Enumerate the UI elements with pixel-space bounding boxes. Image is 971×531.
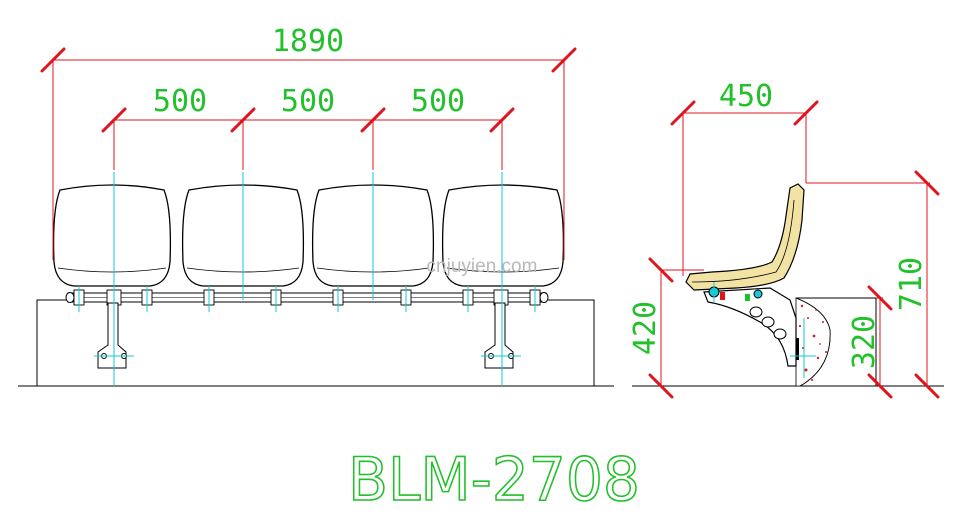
side-seat-shell [685, 183, 805, 291]
dim-base-height: 320 [847, 315, 882, 369]
front-base-slab [36, 299, 595, 387]
dim-seat-pitch-2: 500 [281, 84, 335, 119]
front-leg-right [484, 302, 514, 369]
model-code: BLM-2708 [348, 445, 640, 515]
seat-shell-1 [52, 184, 172, 287]
dim-total-height: 710 [894, 257, 929, 311]
front-leg-left [97, 302, 127, 369]
side-view: 450 420 710 320 [628, 79, 944, 399]
watermark: cnjuyien.com [427, 256, 538, 277]
front-view: 1890 500 500 500 [18, 24, 614, 387]
side-dimension-lines [660, 112, 930, 386]
seat-shell-4 [441, 184, 565, 287]
dim-side-depth: 450 [719, 79, 773, 114]
front-dimension-lines [52, 59, 565, 260]
dim-seat-height: 420 [628, 301, 663, 355]
side-dimension-ticks [648, 100, 940, 399]
side-seat-inner [691, 199, 795, 283]
concrete-texture [798, 304, 827, 381]
dim-overall-width: 1890 [272, 24, 344, 59]
front-legs [97, 302, 514, 369]
concrete-step [795, 297, 877, 387]
bracket-holes [749, 306, 787, 340]
centerlines-front [78, 172, 536, 386]
support-beam [65, 292, 549, 303]
centerlines-side [713, 282, 816, 378]
front-dimension-ticks [40, 47, 577, 133]
seat-shells [52, 184, 565, 287]
dim-seat-pitch-3: 500 [411, 84, 465, 119]
dim-seat-pitch-1: 500 [153, 84, 207, 119]
